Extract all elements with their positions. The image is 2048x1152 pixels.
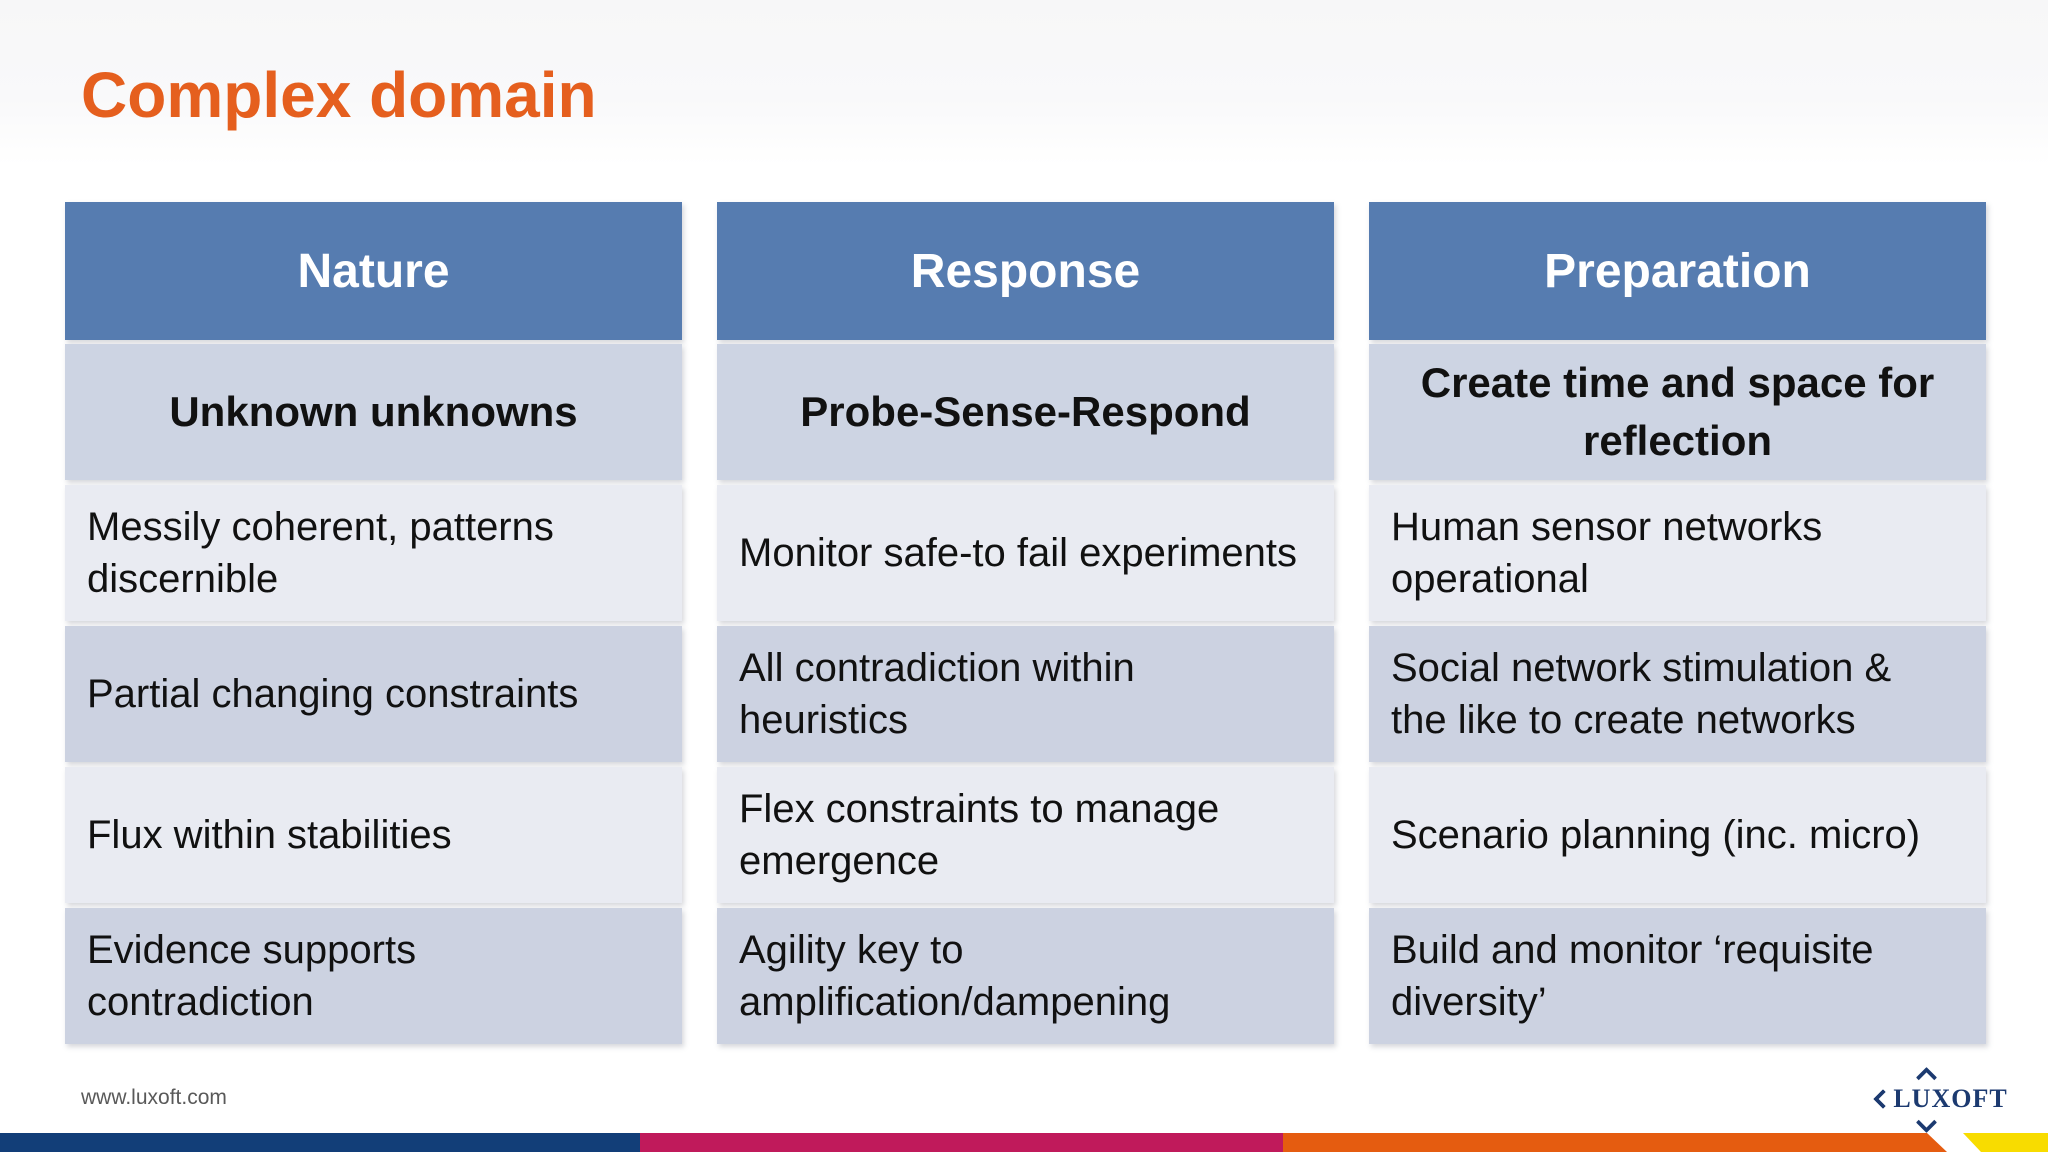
luxoft-logo: LUXOFT	[1873, 1066, 2007, 1134]
table-column-nature: Nature Unknown unknowns Messily coherent…	[65, 202, 682, 1049]
column-header-preparation: Preparation	[1369, 202, 1986, 340]
table-row: Agility key to amplification/dampening	[717, 908, 1334, 1044]
column-subheader-preparation: Create time and space for reflection	[1369, 344, 1986, 480]
table-row: Human sensor networks operational	[1369, 485, 1986, 621]
footer-bar-segment-navy	[0, 1133, 640, 1152]
table-row: Flux within stabilities	[65, 767, 682, 903]
footer-bar-segment-crimson	[640, 1133, 1283, 1152]
footer-bar-segment-yellow	[1963, 1133, 2048, 1152]
table-row: Social network stimulation & the like to…	[1369, 626, 1986, 762]
footer-brand-bar	[0, 1133, 2048, 1152]
chevron-down-icon	[1915, 1111, 1937, 1134]
table-row: Build and monitor ‘requisite diversity’	[1369, 908, 1986, 1044]
chevron-left-icon	[1873, 1089, 1894, 1109]
column-header-response: Response	[717, 202, 1334, 340]
table-row: Partial changing constraints	[65, 626, 682, 762]
column-subheader-response: Probe-Sense-Respond	[717, 344, 1334, 480]
column-subheader-nature: Unknown unknowns	[65, 344, 682, 480]
table-column-preparation: Preparation Create time and space for re…	[1369, 202, 1986, 1049]
table-row: Scenario planning (inc. micro)	[1369, 767, 1986, 903]
table-row: All contradiction within heuristics	[717, 626, 1334, 762]
table-row: Messily coherent, patterns discernible	[65, 485, 682, 621]
table-row: Flex constraints to manage emergence	[717, 767, 1334, 903]
column-header-nature: Nature	[65, 202, 682, 340]
footer-bar-segment-orange	[1283, 1133, 1947, 1152]
page-title: Complex domain	[81, 59, 597, 131]
logo-text: LUXOFT	[1893, 1084, 2008, 1113]
table-row: Monitor safe-to fail experiments	[717, 485, 1334, 621]
domain-table: Nature Unknown unknowns Messily coherent…	[65, 202, 1986, 1049]
footer-url: www.luxoft.com	[81, 1086, 227, 1109]
table-row: Evidence supports contradiction	[65, 908, 682, 1044]
table-column-response: Response Probe-Sense-Respond Monitor saf…	[717, 202, 1334, 1049]
